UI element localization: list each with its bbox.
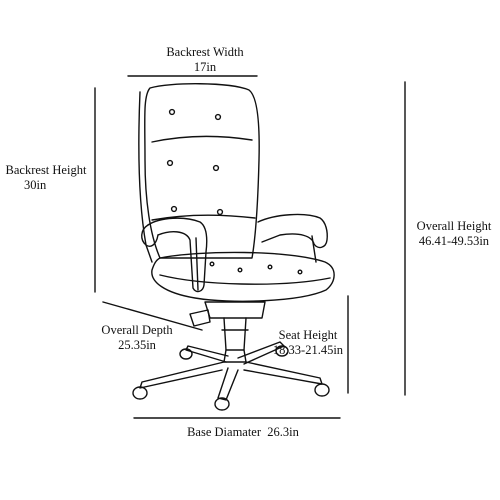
button-tuft <box>168 108 176 116</box>
caster <box>214 397 230 411</box>
button-tuft <box>237 267 243 273</box>
seat-height-title: Seat Height <box>278 328 338 342</box>
caster-wheels <box>132 345 330 411</box>
button-tuft <box>297 269 303 275</box>
button-tuft <box>216 208 224 216</box>
button-tuft <box>209 261 215 267</box>
star-base <box>139 341 323 401</box>
base-diameter-label: Base Diamater 26.3in <box>168 425 318 440</box>
seat-cushion <box>151 251 335 302</box>
seat-height-label: Seat Height 18.33-21.45in <box>268 328 348 358</box>
overall-depth-value: 25.35in <box>118 338 156 352</box>
backrest-width-title: Backrest Width <box>166 45 244 59</box>
caster <box>132 386 148 400</box>
caster <box>179 348 193 360</box>
overall-height-label: Overall Height 46.41-49.53in <box>411 219 497 249</box>
overall-depth-line <box>102 301 203 331</box>
overall-height-value: 46.41-49.53in <box>418 234 490 248</box>
button-tuft <box>267 264 273 270</box>
seat-mechanism <box>189 301 266 351</box>
overall-depth-label: Overall Depth 25.35in <box>94 323 180 353</box>
button-tuft <box>170 205 178 213</box>
right-armrest <box>257 213 328 263</box>
button-tuft <box>214 113 222 121</box>
backrest-height-label: Backrest Height 30in <box>0 163 92 193</box>
backrest-height-value: 30in <box>24 178 47 192</box>
backrest-width-value: 17in <box>193 60 217 74</box>
left-armrest <box>141 217 208 293</box>
button-tuft <box>166 159 174 167</box>
backrest <box>138 83 260 263</box>
base-diameter-value: 26.3in <box>267 425 299 439</box>
backrest-width-label: Backrest Width 17in <box>150 45 260 75</box>
overall-depth-title: Overall Depth <box>101 323 173 337</box>
seat-height-value: 18.33-21.45in <box>272 343 344 357</box>
button-tuft <box>212 164 220 172</box>
base-diameter-title: Base Diamater <box>187 425 262 439</box>
caster <box>314 383 330 397</box>
caster <box>275 345 289 357</box>
backrest-height-title: Backrest Height <box>5 163 87 177</box>
overall-height-title: Overall Height <box>416 219 492 233</box>
